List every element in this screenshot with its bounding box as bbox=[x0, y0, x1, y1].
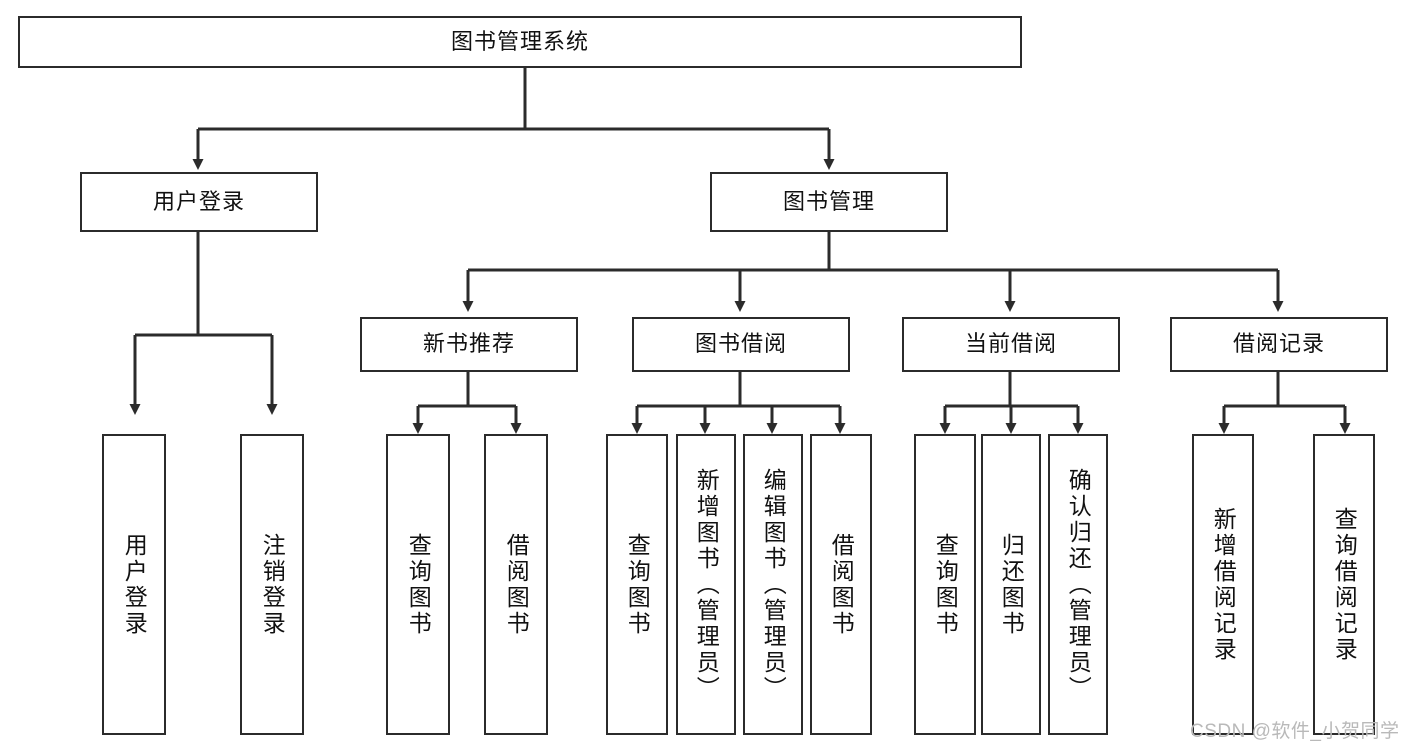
node-leaf-query-book-2-label: 查询图书 bbox=[624, 532, 651, 637]
node-book-borrow[interactable]: 图书借阅 bbox=[632, 317, 850, 372]
node-leaf-add-book[interactable]: 新增图书（管理员） bbox=[676, 434, 736, 735]
node-leaf-borrow-book-1-label: 借阅图书 bbox=[503, 532, 530, 637]
node-leaf-user-login-label: 用户登录 bbox=[121, 532, 148, 637]
node-book-borrow-label: 图书借阅 bbox=[694, 331, 787, 357]
node-leaf-add-borrow-record-label: 新增借阅记录 bbox=[1210, 506, 1237, 663]
node-leaf-add-book-label: 新增图书（管理员） bbox=[693, 467, 720, 702]
node-leaf-edit-book-label: 编辑图书（管理员） bbox=[760, 467, 787, 702]
node-user-login-label: 用户登录 bbox=[152, 188, 245, 214]
node-user-login[interactable]: 用户登录 bbox=[80, 172, 318, 232]
node-book-manage-label: 图书管理 bbox=[782, 188, 875, 214]
node-leaf-user-login[interactable]: 用户登录 bbox=[102, 434, 166, 735]
node-current-borrow[interactable]: 当前借阅 bbox=[902, 317, 1120, 372]
node-new-book-recommend[interactable]: 新书推荐 bbox=[360, 317, 578, 372]
node-leaf-logout-login-label: 注销登录 bbox=[259, 532, 286, 637]
node-root[interactable]: 图书管理系统 bbox=[18, 16, 1022, 68]
node-borrow-record-label: 借阅记录 bbox=[1232, 331, 1325, 357]
node-leaf-borrow-book-1[interactable]: 借阅图书 bbox=[484, 434, 548, 735]
node-leaf-query-book-1[interactable]: 查询图书 bbox=[386, 434, 450, 735]
node-leaf-query-book-1-label: 查询图书 bbox=[405, 532, 432, 637]
node-leaf-query-book-3[interactable]: 查询图书 bbox=[914, 434, 976, 735]
node-root-label: 图书管理系统 bbox=[450, 28, 589, 54]
node-leaf-borrow-book-2[interactable]: 借阅图书 bbox=[810, 434, 872, 735]
node-leaf-query-book-2[interactable]: 查询图书 bbox=[606, 434, 668, 735]
node-leaf-borrow-book-2-label: 借阅图书 bbox=[828, 532, 855, 637]
node-current-borrow-label: 当前借阅 bbox=[964, 331, 1057, 357]
node-leaf-add-borrow-record[interactable]: 新增借阅记录 bbox=[1192, 434, 1254, 735]
node-new-book-recommend-label: 新书推荐 bbox=[422, 331, 515, 357]
node-leaf-return-book-label: 归还图书 bbox=[998, 532, 1025, 637]
node-leaf-confirm-return-label: 确认归还（管理员） bbox=[1065, 467, 1092, 702]
node-borrow-record[interactable]: 借阅记录 bbox=[1170, 317, 1388, 372]
node-leaf-query-book-3-label: 查询图书 bbox=[932, 532, 959, 637]
node-leaf-return-book[interactable]: 归还图书 bbox=[981, 434, 1041, 735]
node-leaf-query-borrow-record[interactable]: 查询借阅记录 bbox=[1313, 434, 1375, 735]
node-leaf-edit-book[interactable]: 编辑图书（管理员） bbox=[743, 434, 803, 735]
csdn-watermark: CSDN @软件_小贺同学 bbox=[1190, 721, 1400, 742]
node-leaf-confirm-return[interactable]: 确认归还（管理员） bbox=[1048, 434, 1108, 735]
node-leaf-logout-login[interactable]: 注销登录 bbox=[240, 434, 304, 735]
node-leaf-query-borrow-record-label: 查询借阅记录 bbox=[1331, 506, 1358, 663]
node-book-manage[interactable]: 图书管理 bbox=[710, 172, 948, 232]
